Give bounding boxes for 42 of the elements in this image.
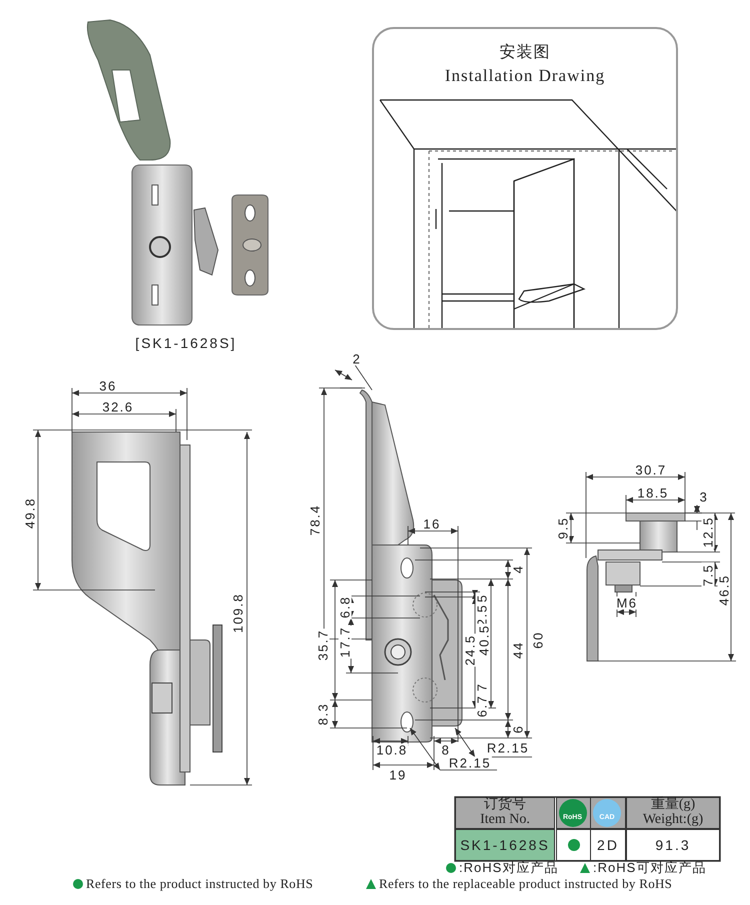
panel-title: 安装图 [498,45,552,61]
table-cell: 2D [590,829,626,861]
legend-text: :RoHS对应产品 [459,861,558,874]
dimension-text: 7.5 [702,562,714,588]
dimension-text: 18.5 [636,486,670,500]
dimension-text: 2 [352,352,362,366]
header-cell: 订货号 Item No. [455,797,555,829]
dimension-text: 32.6 [101,400,135,414]
dimension-text: 44 [512,640,524,660]
dimension-text: 3 [698,490,710,504]
dimension-text: 6.7 [476,694,488,718]
table-cell: 91.3 [626,829,720,861]
dimension-text: 10.8 [375,744,409,756]
dimension-text: R2.15 [486,742,530,754]
dimension-text: 19 [388,768,408,782]
dimension-text: 12.5 [702,515,714,549]
dimension-text: 4 [512,564,524,574]
dimension-text: 36 [98,380,118,392]
part-number-caption: [SK1-1628S] [135,336,237,350]
dimension-text: 9.5 [556,516,570,540]
dimension-text: M6 [615,596,639,610]
dimension-text: 24.5 [464,633,476,667]
dimension-text: 5 [476,592,488,604]
dimension-text: 6 [512,724,524,734]
header-cell: 重量(g) Weight:(g) [626,797,720,829]
dimension-text: 6.8 [338,594,352,620]
dimension-text: 16 [422,518,442,530]
dimension-text: 17.7 [338,625,352,659]
dimension-text: 8 [440,744,452,756]
dimension-text: R2.15 [448,756,492,770]
dimension-text: 40.5 [478,623,490,657]
legend-text: :RoHS可对应产品 [593,861,706,874]
dimension-text: 78.4 [308,503,322,537]
legend-text: Refers to the replaceable product instructed by RoHS [379,877,672,890]
dimension-text: 8.3 [316,702,330,726]
table-cell: SK1-1628S [455,829,555,861]
panel-title: Installation Drawing [444,67,606,84]
dimension-text: 7 [476,682,488,692]
dimension-text: 60 [532,630,544,650]
dimension-text: 35.7 [316,628,330,662]
legend-text: Refers to the product instructed by RoHS [86,877,314,890]
installation-panel [372,27,678,330]
